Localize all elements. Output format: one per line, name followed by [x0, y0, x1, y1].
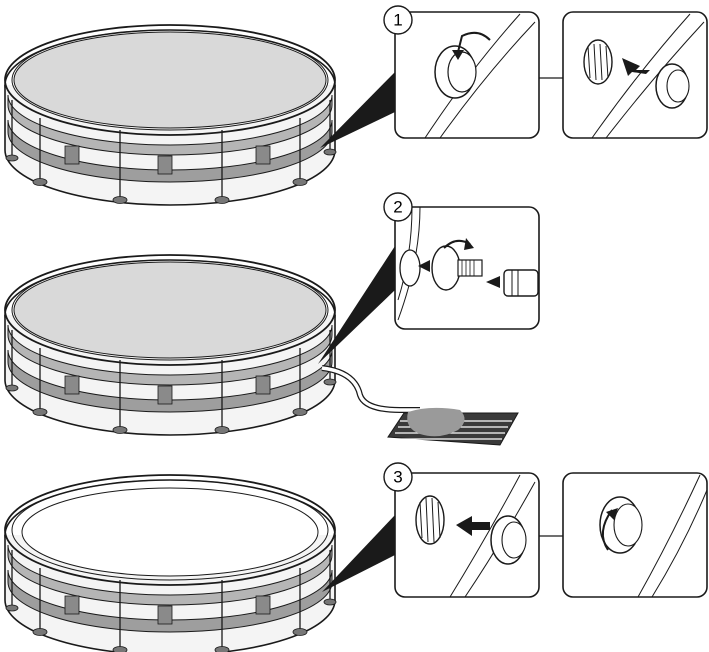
pool-step-3	[5, 475, 336, 652]
step-1-number: 1	[393, 11, 402, 30]
step-2-badge: 2	[384, 193, 412, 221]
plug-icon	[584, 40, 612, 84]
pool-step-2	[5, 255, 336, 435]
pool-step-1	[5, 25, 336, 205]
detail-box-3a	[395, 473, 539, 597]
cap-icon	[656, 64, 689, 108]
step-3-badge: 3	[384, 463, 412, 491]
detail-box-2	[395, 207, 539, 329]
cap-icon	[491, 516, 526, 564]
plug-icon	[400, 250, 420, 286]
drain-area	[388, 408, 518, 445]
detail-box-3b	[563, 473, 707, 597]
step-1-badge: 1	[384, 6, 412, 34]
step-2-number: 2	[393, 198, 402, 217]
detail-box-1b	[563, 12, 707, 138]
garden-hose	[322, 368, 420, 410]
plug-icon	[416, 496, 444, 544]
step-3-number: 3	[393, 468, 402, 487]
hose-end	[504, 270, 538, 296]
detail-box-1a	[395, 12, 539, 138]
